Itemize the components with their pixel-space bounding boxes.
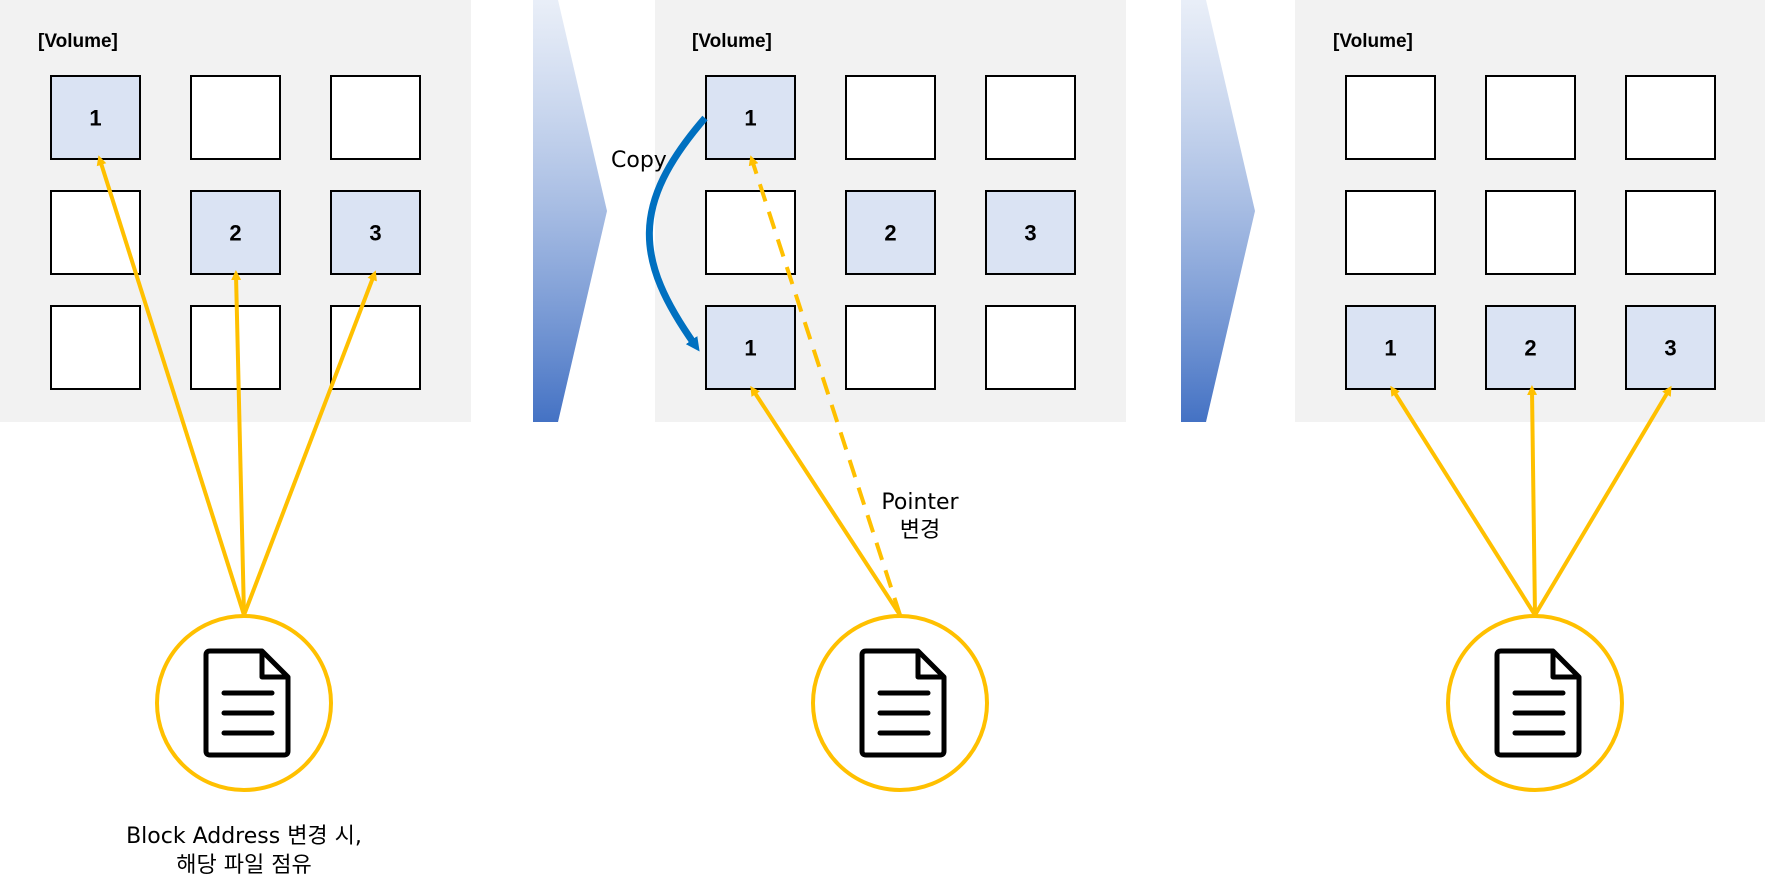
pointer-label: Pointer	[881, 490, 959, 515]
volume-block-empty	[1485, 190, 1576, 275]
volume-block-empty	[845, 75, 936, 160]
pointer-change-label: 변경	[900, 518, 940, 543]
file-document-icon	[1494, 648, 1582, 758]
file-node	[1446, 614, 1624, 792]
block-number-label: 3	[1664, 336, 1676, 361]
file-circle	[811, 614, 989, 792]
copy-label: Copy	[611, 148, 667, 173]
volume-panel-before: [Volume] 1 2 3	[0, 0, 471, 422]
block-number-label: 1	[89, 106, 101, 131]
volume-block-empty	[190, 305, 281, 390]
volume-block-used	[1625, 305, 1716, 390]
file-circle	[1446, 614, 1624, 792]
block-number-label: 3	[369, 221, 381, 246]
block-number-label: 3	[1024, 221, 1036, 246]
block-number-label: 2	[1524, 336, 1536, 361]
volume-block-empty	[985, 75, 1076, 160]
volume-block-used	[845, 190, 936, 275]
volume-block-empty	[1625, 190, 1716, 275]
pointer-arrow	[231, 270, 246, 616]
volume-block-empty	[330, 75, 421, 160]
caption-line-1: Block Address 변경 시,	[126, 824, 362, 849]
volume-block-empty	[50, 305, 141, 390]
copy-and-repoint-arrows	[645, 115, 902, 617]
volume-block-used	[985, 190, 1076, 275]
volume-block-empty	[985, 305, 1076, 390]
volume-title: [Volume]	[38, 31, 118, 52]
volume-block-empty	[1625, 75, 1716, 160]
volume-title: [Volume]	[1333, 31, 1413, 52]
volume-title: [Volume]	[692, 31, 772, 52]
block-number-label: 1	[744, 336, 756, 361]
volume-block-used	[50, 75, 141, 160]
pointer-arrow	[96, 155, 246, 616]
pointer-arrow	[242, 270, 377, 616]
file-circle	[155, 614, 333, 792]
pointer-arrow	[1390, 385, 1537, 617]
volume-panel-during-copy: [Volume] 1 2 3 1	[655, 0, 1126, 422]
volume-block-empty	[1345, 190, 1436, 275]
pointer-arrows-after	[1390, 385, 1672, 617]
pointer-arrow	[1527, 385, 1538, 616]
block-number-label: 2	[884, 221, 896, 246]
volume-block-used	[330, 190, 421, 275]
volume-panel-after: [Volume] 1 2 3	[1295, 0, 1765, 422]
old-pointer-dashed-arrow	[748, 155, 902, 616]
volume-block-empty	[705, 190, 796, 275]
volume-block-empty	[1485, 75, 1576, 160]
volume-block-empty	[845, 305, 936, 390]
block-number-label: 1	[1384, 336, 1396, 361]
block-number-label: 2	[229, 221, 241, 246]
volume-block-used	[705, 75, 796, 160]
pointer-arrow	[1533, 385, 1672, 617]
volume-block-used	[190, 190, 281, 275]
file-node	[811, 614, 989, 792]
volume-block-used	[1485, 305, 1576, 390]
pointer-arrows-before	[96, 155, 377, 616]
copy-arrow	[645, 115, 708, 352]
chevron-arrow-icon	[1181, 0, 1255, 422]
file-document-icon	[203, 648, 291, 758]
volume-block-empty	[50, 190, 141, 275]
block-number-label: 1	[744, 106, 756, 131]
volume-block-empty	[190, 75, 281, 160]
chevron-arrow-icon	[533, 0, 607, 422]
file-document-icon	[859, 648, 947, 758]
caption-line-2: 해당 파일 점유	[176, 853, 311, 878]
file-node	[155, 614, 333, 792]
volume-block-empty	[1345, 75, 1436, 160]
new-pointer-arrow	[750, 385, 902, 617]
